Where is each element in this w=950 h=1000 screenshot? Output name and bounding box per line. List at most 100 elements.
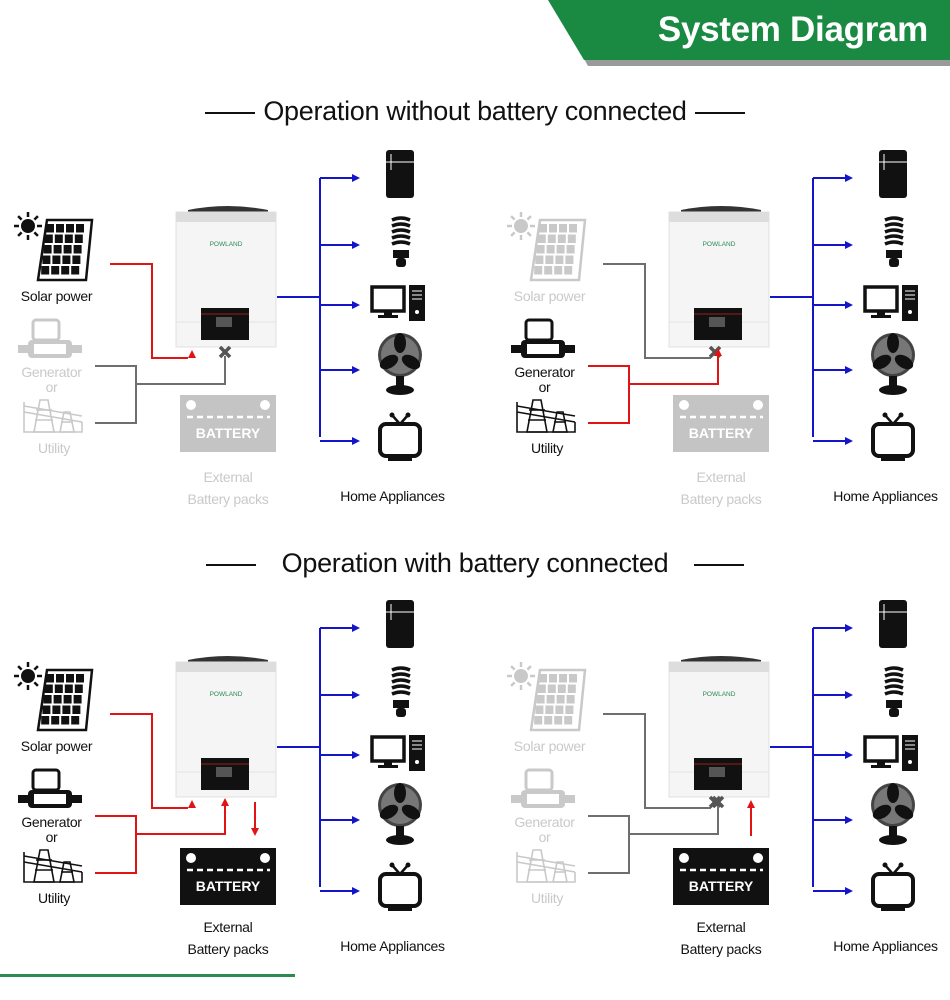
refrigerator-icon bbox=[386, 150, 414, 198]
battery-caption-line1: External bbox=[203, 469, 253, 485]
footer-accent-bar bbox=[0, 974, 295, 977]
home-appliances-label: Home Appliances bbox=[340, 488, 445, 504]
title-rule-left bbox=[205, 563, 256, 566]
battery-caption-line1: External bbox=[696, 919, 746, 935]
section-title-text: Operation without battery connected bbox=[263, 96, 687, 126]
solar-panel-icon bbox=[529, 668, 587, 732]
fan-icon bbox=[378, 783, 422, 845]
battery-icon: BATTERY bbox=[180, 395, 276, 452]
disconnected-x-icon bbox=[708, 795, 722, 809]
connection-wires: BATTERY POWLAND bbox=[507, 600, 918, 911]
battery-caption-line1: External bbox=[203, 919, 253, 935]
tv-icon bbox=[378, 412, 422, 461]
fan-icon bbox=[871, 783, 915, 845]
fan-icon bbox=[871, 333, 915, 395]
section-title-without-battery: Operation without battery connected bbox=[0, 96, 950, 127]
solar-power-label: Solar power bbox=[513, 288, 586, 304]
brand-logo: POWLAND bbox=[210, 241, 243, 248]
battery-label: BATTERY bbox=[196, 878, 261, 894]
tv-icon bbox=[871, 862, 915, 911]
cfl-bulb-icon bbox=[391, 666, 411, 717]
tv-icon bbox=[378, 862, 422, 911]
panel-no-battery-solar: BATTERY POWLAND Solar power Generator or… bbox=[0, 140, 475, 550]
generator-icon bbox=[18, 768, 82, 808]
panel-no-battery-grid: BATTERY POWLAND Solar power Generator or… bbox=[493, 140, 950, 550]
computer-icon bbox=[370, 735, 425, 771]
section-title-text: Operation with battery connected bbox=[281, 548, 669, 578]
panel-battery-discharging: BATTERY POWLAND Solar power Generator or… bbox=[493, 590, 950, 1000]
connection-wires: BATTERY POWLAND bbox=[14, 150, 425, 461]
or-label: or bbox=[538, 829, 551, 845]
panel-battery-charging: BATTERY POWLAND Solar power Generator or… bbox=[0, 590, 475, 1000]
sun-icon bbox=[14, 212, 42, 240]
generator-label: Generator bbox=[514, 814, 575, 830]
title-rule-right bbox=[694, 111, 745, 114]
battery-label: BATTERY bbox=[689, 425, 754, 441]
banner-shape bbox=[548, 0, 950, 66]
inverter: POWLAND bbox=[668, 656, 770, 798]
inverter: POWLAND bbox=[175, 656, 277, 798]
solar-panel-icon bbox=[36, 668, 94, 732]
fan-icon bbox=[378, 333, 422, 395]
utility-pylon-icon bbox=[516, 399, 576, 433]
solar-power-label: Solar power bbox=[20, 288, 93, 304]
generator-icon bbox=[511, 318, 575, 358]
battery-icon: BATTERY bbox=[180, 848, 276, 905]
page-title: System Diagram bbox=[657, 10, 928, 49]
generator-icon bbox=[511, 768, 575, 808]
generator-label: Generator bbox=[514, 364, 575, 380]
section-title-with-battery: Operation with battery connected bbox=[0, 548, 950, 579]
title-rule-left bbox=[205, 111, 256, 114]
battery-label: BATTERY bbox=[196, 425, 261, 441]
refrigerator-icon bbox=[879, 600, 907, 648]
brand-logo: POWLAND bbox=[703, 691, 736, 698]
generator-label: Generator bbox=[21, 814, 82, 830]
home-appliances-label: Home Appliances bbox=[833, 488, 938, 504]
header-banner: System Diagram bbox=[548, 0, 950, 66]
solar-power-label: Solar power bbox=[20, 738, 93, 754]
refrigerator-icon bbox=[879, 150, 907, 198]
or-label: or bbox=[45, 829, 58, 845]
battery-caption-line2: Battery packs bbox=[680, 491, 762, 507]
connection-wires: BATTERY POWLAND bbox=[14, 600, 425, 911]
battery-caption-line2: Battery packs bbox=[680, 941, 762, 957]
title-rule-right bbox=[694, 563, 745, 566]
brand-logo: POWLAND bbox=[703, 241, 736, 248]
utility-label: Utility bbox=[37, 890, 71, 906]
utility-label: Utility bbox=[530, 440, 564, 456]
battery-caption-line2: Battery packs bbox=[187, 941, 269, 957]
cfl-bulb-icon bbox=[884, 666, 904, 717]
utility-pylon-icon bbox=[516, 849, 576, 883]
solar-panel-icon bbox=[36, 218, 94, 282]
sun-icon bbox=[507, 662, 535, 690]
home-appliances-label: Home Appliances bbox=[833, 938, 938, 954]
cfl-bulb-icon bbox=[884, 216, 904, 267]
solar-power-label: Solar power bbox=[513, 738, 586, 754]
home-appliances-label: Home Appliances bbox=[340, 938, 445, 954]
cfl-bulb-icon bbox=[391, 216, 411, 267]
tv-icon bbox=[871, 412, 915, 461]
battery-caption-line2: Battery packs bbox=[187, 491, 269, 507]
battery-icon: BATTERY bbox=[673, 848, 769, 905]
utility-pylon-icon bbox=[23, 399, 83, 433]
computer-icon bbox=[370, 285, 425, 321]
inverter: POWLAND bbox=[668, 206, 770, 348]
utility-label: Utility bbox=[37, 440, 71, 456]
refrigerator-icon bbox=[386, 600, 414, 648]
disconnected-x-icon bbox=[218, 345, 232, 359]
or-label: or bbox=[538, 379, 551, 395]
battery-label: BATTERY bbox=[689, 878, 754, 894]
disconnected-x-icon bbox=[711, 795, 725, 809]
generator-icon bbox=[18, 318, 82, 358]
or-label: or bbox=[45, 379, 58, 395]
battery-caption-line1: External bbox=[696, 469, 746, 485]
battery-icon: BATTERY bbox=[673, 395, 769, 452]
inverter: POWLAND bbox=[175, 206, 277, 348]
brand-logo: POWLAND bbox=[210, 691, 243, 698]
solar-panel-icon bbox=[529, 218, 587, 282]
sun-icon bbox=[14, 662, 42, 690]
utility-pylon-icon bbox=[23, 849, 83, 883]
computer-icon bbox=[863, 735, 918, 771]
connection-wires: BATTERY POWLAND bbox=[507, 150, 918, 461]
sun-icon bbox=[507, 212, 535, 240]
